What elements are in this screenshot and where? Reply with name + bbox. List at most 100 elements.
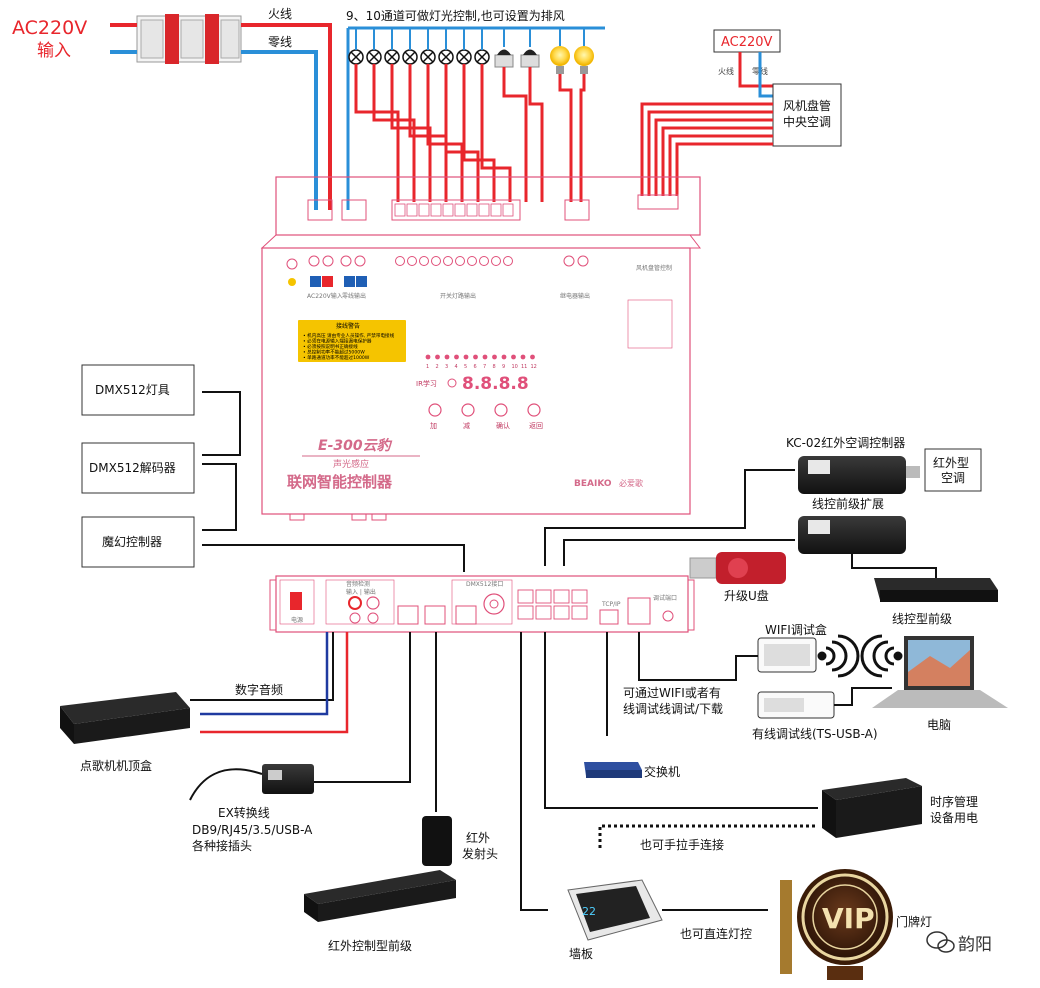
switch-label: 交换机 [644,764,680,779]
warning-line: • 总控制功率不能超过5000W [303,349,365,356]
label-switch-out: 开关灯路输出 [440,292,476,300]
ir-ac-line1: 红外型 [933,455,969,470]
debug-label: 调试端口 [653,594,677,602]
fan-coil-line1: 风机盘管 [783,98,831,113]
fan-coil-box [772,83,842,147]
rj45-port [571,605,588,620]
digital-audio-label: 数字音频 [235,682,283,697]
vip-text: VIP [822,902,875,935]
ex-desc-line2: 各种接插头 [192,838,252,853]
warning-line: • 必须按照说明书正确接线 [303,343,358,350]
usb-upgrade-label: 升级U盘 [724,588,769,603]
segment-display: 8.8.8.8 [462,374,529,394]
label-ac220v-in: AC220V输入 [307,292,343,300]
rj45-port [571,589,588,604]
model-sub: 声光感应 [333,458,369,470]
circuit-breaker [136,14,242,64]
power-label: 电源 [291,616,303,624]
stb-label: 点歌机机顶盒 [80,758,152,773]
exhaust-fan-icon [494,49,514,68]
ex-cable-label: EX转换线 [218,805,270,820]
wifi-note-line1: 可通过WIFI或者有 [623,686,721,700]
panel-button[interactable] [527,403,541,417]
wire-ext-device [798,516,906,554]
wired-cable-label: 有线调试线(TS-USB-A) [752,726,878,741]
label-neutral-out: 零线输出 [342,292,366,300]
channel-number: 12 [531,364,537,370]
channel-number: 9 [502,364,505,370]
dmx-light-box [81,364,195,416]
ir-ac-line2: 空调 [941,471,965,485]
wifi-signal-icon [817,634,860,678]
magic-controller-label: 魔幻控制器 [102,534,162,549]
dmx-decoder-label: DMX512解码器 [89,461,176,475]
panel-button[interactable] [428,403,442,417]
magic-controller-box [81,516,195,568]
direct-light-label: 也可直连灯控 [680,926,752,941]
rj45-port [517,589,534,604]
channel-number: 8 [493,364,496,370]
wall-panel: 22 [567,879,663,941]
ir-learn-label: IR学习 [416,379,437,388]
warning-title: 接线警告 [336,322,360,330]
rj45-port [517,605,534,620]
warning-line: • 机内高压 请由专业人员操作, 严禁带电接线 [303,332,395,339]
channels-note: 9、10通道可做灯光控制,也可设置为排风 [346,8,565,23]
usb-stick [689,552,786,584]
ir-ac-box [924,448,982,492]
light-bulb-icon [550,46,570,74]
bottom-controller: 电源 音频检测 输入 | 输出 DMX512接口 TCP/IP 调试端口 [269,575,695,633]
wall-panel-label: 墙板 [569,947,593,961]
watermark-label: 韵阳 [958,935,992,955]
channel-number: 2 [436,364,439,370]
io-label: 输入 | 输出 [346,588,376,596]
warning-line: • 必须在电源输入端接漏电保护器 [303,338,372,345]
rj45-port [535,589,552,604]
ir-emitter-line1: 红外 [466,830,490,845]
lamp-icon [402,49,418,65]
warning-line: • 单路通道功率不能超过1000W [303,354,370,361]
lamp-icon [456,49,472,65]
wire-pre-device [874,578,998,602]
model-label: E-300云豹 [318,437,393,454]
network-switch [584,762,642,778]
fan-coil-line2: 中央空调 [783,114,831,129]
ir-emitter [422,816,452,866]
channel-number: 4 [455,364,458,370]
hand-in-hand-label: 也可手拉手连接 [640,837,724,852]
lamp-icon [366,49,382,65]
sequencer-line1: 时序管理 [930,794,978,809]
wechat-icon [926,931,955,953]
rj45-port [535,605,552,620]
controller-name: 联网智能控制器 [287,473,393,491]
wifi-note-line2: 线调试线调试/下载 [623,701,723,716]
ex-desc-line1: DB9/RJ45/3.5/USB-A [192,823,313,837]
ac-box-live-label: 火线 [718,66,734,76]
mains-input-label: 输入 [37,41,71,61]
channel-number: 3 [445,364,448,370]
mains-ac-label: AC220V [12,17,87,39]
mains-live-label: 火线 [268,7,292,21]
sequencer-device [822,778,922,838]
ir-pre-device [304,870,456,922]
wifi-box [757,637,817,673]
lamp-row [348,46,594,74]
channel-number: 6 [474,364,477,370]
sequencer-line2: 设备用电 [930,811,978,825]
exhaust-fan-icon [520,49,540,68]
dmx-decoder-box [81,442,195,494]
mains-neutral-label: 零线 [268,35,292,49]
brand-label: BEAIKO [574,479,612,489]
panel-button[interactable] [494,403,508,417]
brand-cn-label: 必爱歌 [619,478,643,488]
panel-button-label: 加 [430,421,437,430]
kc02-label: KC-02红外空调控制器 [786,435,905,450]
panel-button[interactable] [461,403,475,417]
rj45-port [553,589,570,604]
ir-emitter-line2: 发射头 [462,846,498,861]
svg-text:22: 22 [582,905,596,918]
light-bulb-icon [574,46,594,74]
ir-pre-label: 红外控制型前级 [328,938,412,953]
channel-number: 1 [426,364,429,370]
audio-section-label: 音频检测 [346,580,370,588]
